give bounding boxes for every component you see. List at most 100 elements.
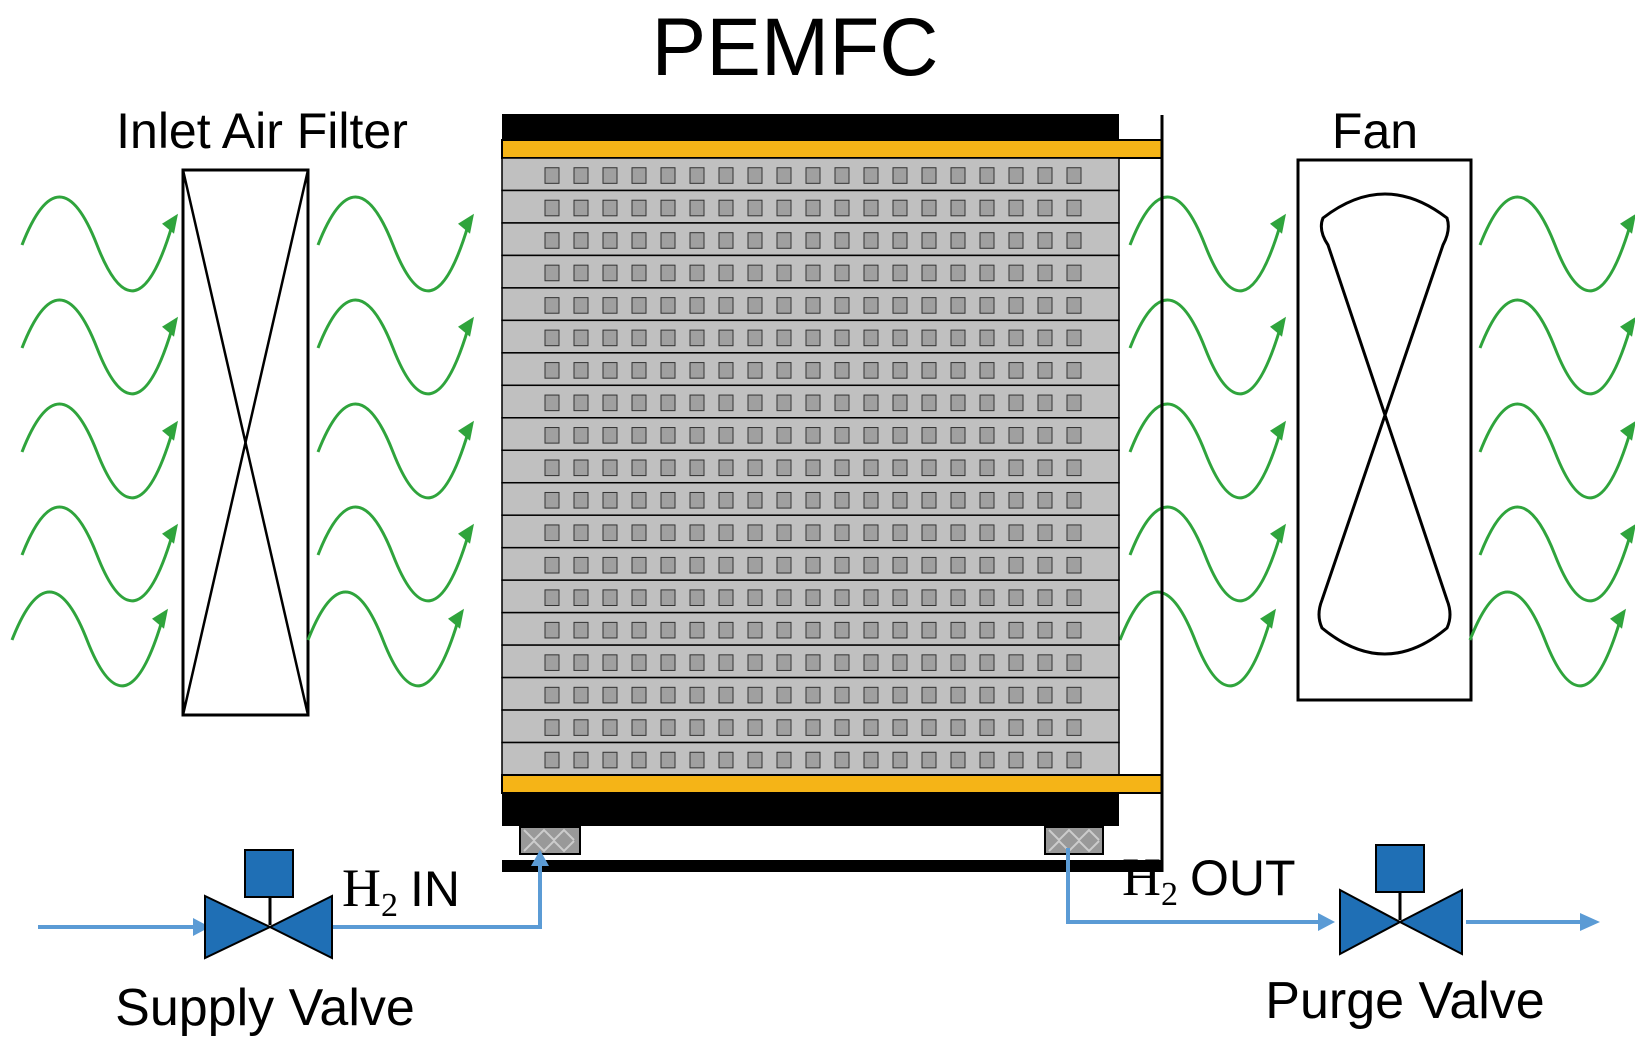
flow-channel: [805, 362, 821, 379]
flow-channel: [689, 297, 705, 314]
flow-channel: [573, 751, 589, 769]
flow-channel: [892, 654, 908, 671]
flow-channel: [660, 297, 676, 314]
flow-channel: [805, 297, 821, 314]
flow-channel: [718, 459, 734, 477]
flow-channel: [805, 621, 821, 639]
flow-channel: [1037, 329, 1053, 347]
flow-channel: [747, 719, 763, 736]
airflow-arrowhead: [1270, 316, 1286, 337]
flow-channel: [660, 751, 676, 769]
flow-channel: [834, 589, 850, 606]
cell-layer: [501, 417, 1120, 452]
flow-channel: [776, 264, 792, 282]
flow-channel: [544, 297, 560, 314]
flow-channel: [689, 654, 705, 671]
flow-channel: [979, 589, 995, 606]
flow-channel: [1008, 654, 1024, 671]
cell-layer: [501, 384, 1120, 419]
airflow-arrowhead: [1270, 523, 1286, 544]
flow-channel: [892, 719, 908, 736]
flow-channel: [1037, 719, 1053, 736]
airflow-wave: [316, 402, 470, 500]
h2-out-subscript: 2: [1161, 876, 1178, 913]
flow-channel: [689, 394, 705, 412]
flow-channel: [573, 264, 589, 282]
flow-channel: [834, 524, 850, 542]
flow-channel: [1008, 264, 1024, 282]
flow-channel: [1066, 394, 1082, 412]
flow-channel: [602, 362, 618, 379]
airflow-arrowhead: [458, 316, 474, 337]
flow-channel: [573, 362, 589, 379]
flow-channel: [602, 719, 618, 736]
flow-channel: [631, 329, 647, 347]
flow-channel: [1008, 459, 1024, 477]
flow-channel: [631, 686, 647, 704]
flow-channel: [950, 556, 966, 574]
flow-channel: [1037, 524, 1053, 542]
flow-channel: [718, 297, 734, 314]
flow-channel: [979, 491, 995, 509]
flow-channel: [892, 589, 908, 606]
flow-channel: [573, 427, 589, 444]
base-plate: [502, 860, 1162, 872]
flow-channel: [631, 232, 647, 249]
flow-channel: [602, 232, 618, 249]
flow-channel: [950, 654, 966, 671]
flow-channel: [950, 621, 966, 639]
flow-channel: [602, 654, 618, 671]
flow-channel: [805, 264, 821, 282]
flow-channel: [631, 589, 647, 606]
cell-layer: [501, 222, 1120, 257]
flow-channel: [602, 264, 618, 282]
flow-channel: [979, 362, 995, 379]
flow-channel: [747, 751, 763, 769]
flow-channel: [892, 199, 908, 217]
flow-channel: [602, 589, 618, 606]
flow-channel: [1008, 556, 1024, 574]
flow-channel: [950, 524, 966, 542]
flow-channel: [1037, 199, 1053, 217]
flow-channel: [776, 751, 792, 769]
flow-channel: [805, 427, 821, 444]
cell-layer: [501, 319, 1120, 354]
flow-channel: [544, 232, 560, 249]
flow-channel: [544, 589, 560, 606]
flow-channel: [747, 394, 763, 412]
flow-channel: [834, 427, 850, 444]
flow-channel: [573, 491, 589, 509]
flow-channel: [921, 621, 937, 639]
flow-channel: [1037, 167, 1053, 184]
cell-layer: [501, 579, 1120, 614]
flow-channel: [979, 751, 995, 769]
flow-channel: [834, 654, 850, 671]
flow-channel: [863, 719, 879, 736]
airflow-wave: [1128, 298, 1282, 396]
flow-channel: [834, 167, 850, 184]
flow-channel: [573, 329, 589, 347]
flow-channel: [776, 556, 792, 574]
flow-channel: [979, 232, 995, 249]
flow-channel: [776, 491, 792, 509]
airflow-arrowhead: [1260, 608, 1276, 629]
flow-channel: [718, 524, 734, 542]
flow-channel: [892, 232, 908, 249]
flow-channel: [660, 362, 676, 379]
flow-channel: [631, 491, 647, 509]
flow-channel: [689, 264, 705, 282]
flow-channel: [950, 751, 966, 769]
flow-channel: [892, 394, 908, 412]
flow-channel: [718, 394, 734, 412]
flow-channel: [1037, 686, 1053, 704]
flow-channel: [602, 167, 618, 184]
flow-channel: [1008, 621, 1024, 639]
flow-channel: [1037, 394, 1053, 412]
flow-channel: [979, 167, 995, 184]
flow-channel: [863, 167, 879, 184]
flow-channel: [805, 686, 821, 704]
flow-channel: [573, 556, 589, 574]
airflow-arrowhead: [162, 213, 178, 234]
supply-valve-label: Supply Valve: [115, 979, 415, 1037]
